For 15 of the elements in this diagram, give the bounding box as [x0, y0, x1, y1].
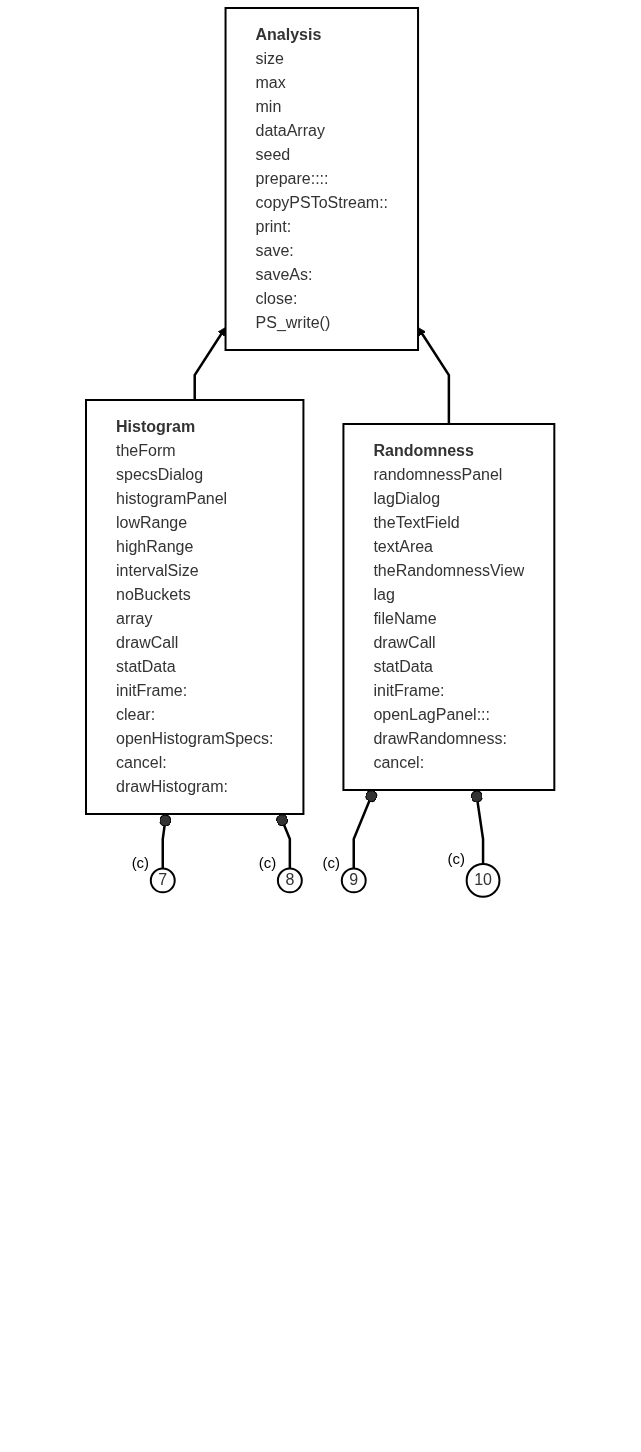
connector — [276, 813, 292, 869]
annotation-label: (c) — [447, 850, 465, 867]
node-box: Randomness randomnessPanel lagDialog theTextField textArea theRandomnessView lag fileName drawCall statData initFrame: openLagPanel::: drawRandomness: cancel: — [342, 423, 556, 791]
annotation-label: (c) — [322, 854, 341, 872]
connector — [159, 813, 172, 869]
annotation-label: (c) — [258, 854, 277, 872]
node-box: Analysis size max min dataArray seed prepare:::: copyPSToStream:: print: save: saveAs: close: PS_write() — [224, 7, 420, 351]
annotation-label: (c) — [131, 854, 150, 872]
node-circle: 9 — [341, 867, 368, 894]
connector — [471, 789, 485, 864]
node-circle: 8 — [277, 867, 304, 894]
node-circle: 10 — [466, 863, 501, 898]
connector — [352, 789, 378, 869]
node-circle: 7 — [150, 867, 177, 894]
node-box: Histogram theForm specsDialog histogramPanel lowRange highRange intervalSize noBuckets array drawCall statData initFrame: clear: openHistogramSpecs: cancel: drawHistogram: — [85, 399, 305, 815]
